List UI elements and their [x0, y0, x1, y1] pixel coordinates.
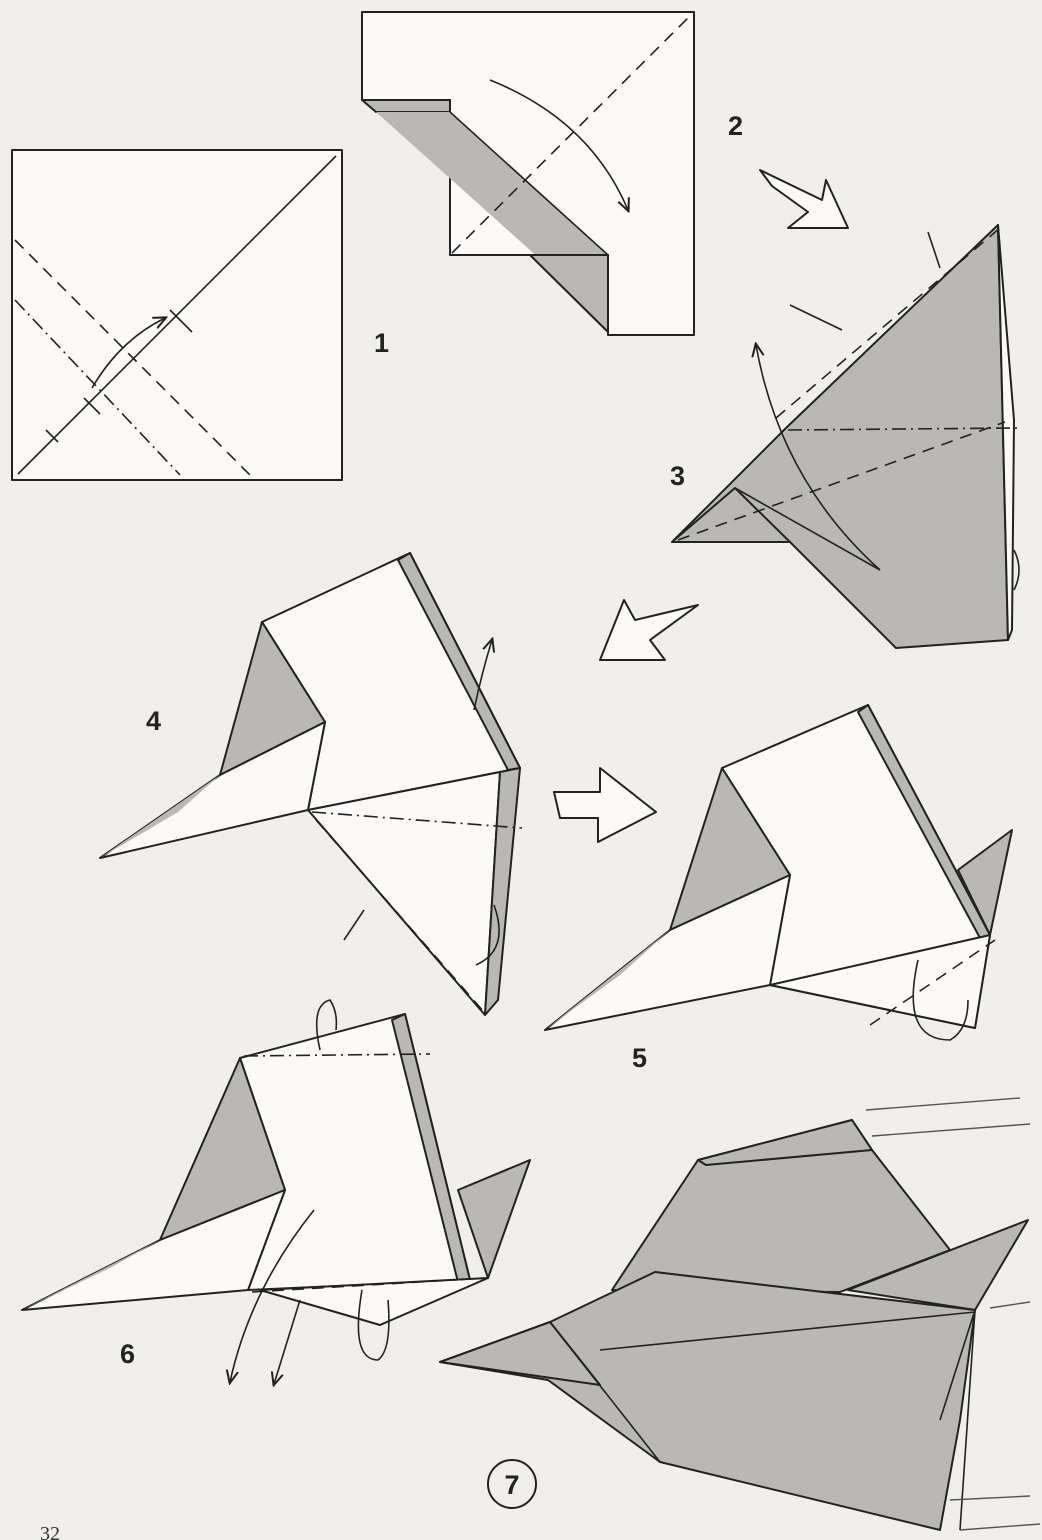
next-step-arrow-icon	[600, 600, 698, 660]
page-number: 32	[40, 1523, 60, 1540]
step-2-folded	[362, 12, 694, 335]
tick-mark	[790, 305, 842, 330]
lower-panel	[308, 772, 500, 1015]
folded-paper	[362, 12, 694, 335]
shaded-body	[672, 225, 1008, 648]
step-1-square	[12, 150, 342, 480]
main-wing	[440, 1272, 975, 1530]
motion-line	[990, 1302, 1030, 1308]
step-6-folded	[22, 1000, 530, 1384]
step-label-3: 3	[670, 461, 685, 491]
next-step-arrow-icon	[554, 768, 656, 842]
nose-panel	[22, 1190, 285, 1310]
nose-panel	[545, 875, 790, 1030]
tail-fin	[458, 1160, 530, 1278]
step-3-folded	[672, 225, 1020, 648]
step-label-7: 7	[504, 1470, 519, 1500]
shaded-flap	[530, 255, 608, 332]
step-label-6: 6	[120, 1339, 135, 1369]
step-5-folded	[545, 705, 1012, 1040]
shaded-edge	[362, 100, 450, 112]
motion-line	[866, 1098, 1020, 1110]
turn-over-icon	[1014, 550, 1019, 590]
motion-line	[872, 1124, 1030, 1136]
motion-line	[960, 1524, 1040, 1530]
step-label-4: 4	[146, 706, 161, 736]
step-label-5: 5	[632, 1043, 647, 1073]
next-step-arrow-icon	[760, 170, 848, 228]
step-label-1: 1	[374, 328, 389, 358]
step-label-2: 2	[728, 111, 743, 141]
step-4-folded	[100, 553, 522, 1015]
tick-mark	[344, 910, 364, 940]
tick-mark	[928, 232, 940, 268]
fold-arrow-icon	[274, 1300, 300, 1384]
